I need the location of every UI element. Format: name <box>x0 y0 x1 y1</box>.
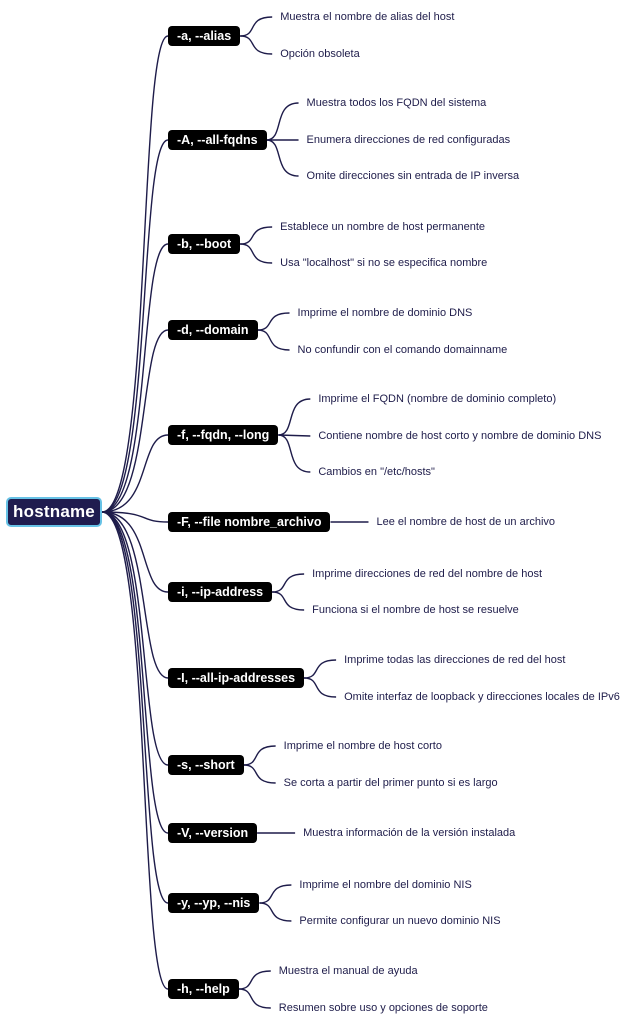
detail-text: Contiene nombre de host corto y nombre d… <box>318 430 602 442</box>
detail-text: Muestra el nombre de alias del host <box>280 11 455 23</box>
detail-text: Imprime todas las direcciones de red del… <box>344 654 566 666</box>
option-node[interactable]: -s, --short <box>168 755 244 775</box>
option-detail-connector <box>259 902 292 922</box>
root-option-connector <box>101 511 169 679</box>
option-detail-connector <box>272 591 305 611</box>
option-node[interactable]: -b, --boot <box>168 234 241 254</box>
detail-text: Permite configurar un nuevo dominio NIS <box>299 915 501 927</box>
option-detail-connector <box>257 312 290 331</box>
detail-text: Funciona si el nombre de host se resuelv… <box>312 604 519 616</box>
option-node[interactable]: -A, --all-fqdns <box>168 130 267 150</box>
option-node[interactable]: -i, --ip-address <box>168 582 273 602</box>
option-detail-connector <box>272 573 305 593</box>
root-node[interactable]: hostname <box>6 497 102 527</box>
detail-text: Omite interfaz de loopback y direcciones… <box>344 691 620 703</box>
root-option-connector <box>101 511 169 834</box>
option-detail-connector <box>259 884 292 904</box>
root-option-connector <box>101 511 169 990</box>
option-detail-connector <box>240 226 273 245</box>
option-node[interactable]: -d, --domain <box>168 320 258 340</box>
option-node[interactable]: -y, --yp, --nis <box>168 893 260 913</box>
option-node[interactable]: -f, --fqdn, --long <box>168 425 279 445</box>
option-detail-connector <box>238 988 271 1009</box>
option-detail-connector <box>240 35 273 55</box>
root-option-connector <box>101 35 169 513</box>
option-node[interactable]: -F, --file nombre_archivo <box>168 512 331 532</box>
root-option-connector <box>101 329 169 513</box>
detail-text: Cambios en "/etc/hosts" <box>318 466 435 478</box>
detail-text: Establece un nombre de host permanente <box>280 221 485 233</box>
option-detail-connector <box>278 398 311 436</box>
option-detail-connector <box>238 970 271 990</box>
option-node[interactable]: -I, --all-ip-addresses <box>168 668 305 688</box>
detail-text: Imprime direcciones de red del nombre de… <box>312 568 543 580</box>
root-option-connector <box>101 511 169 593</box>
root-option-connector <box>101 511 169 766</box>
option-node[interactable]: -h, --help <box>168 979 239 999</box>
option-detail-connector <box>278 434 311 437</box>
option-node[interactable]: -a, --alias <box>168 26 241 46</box>
option-node[interactable]: -V, --version <box>168 823 258 843</box>
root-option-connector <box>101 511 169 523</box>
root-option-connector <box>101 139 169 513</box>
detail-text: Se corta a partir del primer punto si es… <box>283 777 498 789</box>
option-detail-connector <box>266 139 299 177</box>
root-option-connector <box>101 434 169 513</box>
option-detail-connector <box>266 102 299 141</box>
detail-text: Resumen sobre uso y opciones de soporte <box>278 1002 488 1014</box>
detail-text: Opción obsoleta <box>280 48 360 60</box>
detail-text: Usa "localhost" si no se especifica nomb… <box>280 257 488 269</box>
detail-text: Muestra información de la versión instal… <box>303 827 516 839</box>
detail-text: No confundir con el comando domainname <box>297 344 508 356</box>
root-option-connector <box>101 511 169 904</box>
detail-text: Imprime el nombre de dominio DNS <box>297 307 473 319</box>
detail-text: Imprime el nombre del dominio NIS <box>299 879 472 891</box>
root-option-connector <box>101 243 169 513</box>
detail-text: Muestra todos los FQDN del sistema <box>306 97 487 109</box>
detail-text: Muestra el manual de ayuda <box>278 965 418 977</box>
detail-text: Imprime el FQDN (nombre de dominio compl… <box>318 393 557 405</box>
option-detail-connector <box>304 677 337 698</box>
option-detail-connector <box>243 764 276 784</box>
option-detail-connector <box>240 16 273 37</box>
detail-text: Lee el nombre de host de un archivo <box>376 516 556 528</box>
option-detail-connector <box>243 745 276 766</box>
detail-text: Imprime el nombre de host corto <box>283 740 442 752</box>
option-detail-connector <box>240 243 273 264</box>
option-detail-connector <box>278 434 311 473</box>
detail-text: Enumera direcciones de red configuradas <box>306 134 511 146</box>
detail-text: Omite direcciones sin entrada de IP inve… <box>306 170 520 182</box>
option-detail-connector <box>304 659 337 679</box>
option-detail-connector <box>257 329 290 351</box>
